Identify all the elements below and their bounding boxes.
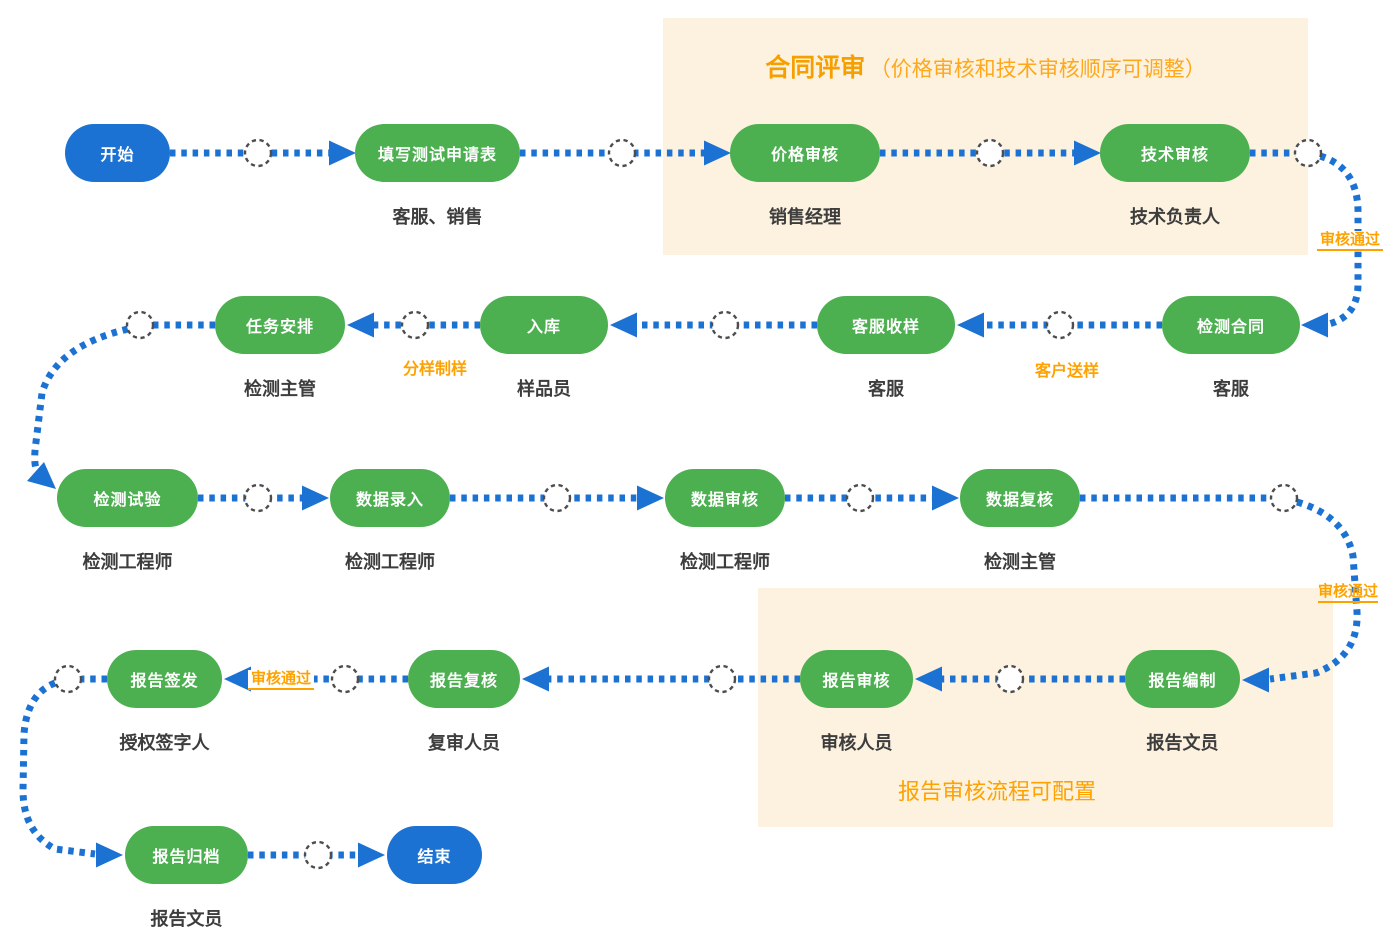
annotation-customer-send: 客户送样 <box>1034 363 1100 380</box>
arrow-into-report-issue-icon <box>224 666 251 692</box>
waypoint-circle <box>707 664 737 694</box>
waypoint-circle <box>243 138 273 168</box>
node-task-assign: 任务安排 <box>215 296 345 354</box>
role-label-data-recheck: 检测主管 <box>984 552 1056 572</box>
contract-review-title-note: （价格审核和技术审核顺序可调整） <box>869 58 1206 81</box>
annotation-sample-split: 分样制样 <box>402 361 468 378</box>
arrow-into-task-assign-icon <box>347 312 374 338</box>
connector-curve-to-report-archive <box>19 679 96 858</box>
node-data-recheck: 数据复核 <box>960 469 1080 527</box>
waypoint-circle <box>330 664 360 694</box>
arrow-into-test-run-icon <box>27 462 56 489</box>
annotation-pass-2: 审核通过 <box>1317 583 1379 604</box>
waypoint-circle <box>53 664 83 694</box>
waypoint-circle <box>607 138 637 168</box>
node-report-recheck: 报告复核 <box>408 650 520 708</box>
waypoint-circle <box>1293 138 1323 168</box>
annotation-pass-1: 审核通过 <box>1316 231 1384 252</box>
role-label-task-assign: 检测主管 <box>244 379 316 399</box>
waypoint-circle <box>243 483 273 513</box>
waypoint-circle <box>303 840 333 870</box>
role-label-report-compile: 报告文员 <box>1146 733 1219 753</box>
role-label-sample-receive: 客服 <box>868 379 904 399</box>
node-end: 结束 <box>387 826 482 884</box>
role-label-report-review: 审核人员 <box>820 733 893 753</box>
waypoint-circle <box>1269 483 1299 513</box>
waypoint-circle <box>125 310 155 340</box>
role-label-fill-form: 客服、销售 <box>392 207 483 227</box>
arrow-into-data-entry-icon <box>302 485 329 511</box>
node-fill-form: 填写测试申请表 <box>355 124 520 182</box>
report-review-zone-label: 报告审核流程可配置 <box>897 779 1097 804</box>
arrow-into-tech-review-icon <box>1074 140 1101 166</box>
node-price-review: 价格审核 <box>730 124 880 182</box>
contract-review-title: 合同评审 （价格审核和技术审核顺序可调整） <box>663 48 1308 84</box>
role-label-test-contract: 客服 <box>1213 379 1249 399</box>
waypoint-circle <box>975 138 1005 168</box>
role-label-data-review: 检测工程师 <box>680 552 770 572</box>
arrow-into-warehouse-in-icon <box>610 312 637 338</box>
role-label-tech-review: 技术负责人 <box>1130 207 1220 227</box>
role-label-report-issue: 授权签字人 <box>119 733 210 753</box>
contract-review-title-main: 合同评审 <box>765 54 866 82</box>
arrow-into-report-recheck-icon <box>522 666 549 692</box>
arrow-into-report-compile-icon <box>1242 667 1269 693</box>
arrow-into-fill-form-icon <box>329 140 356 166</box>
node-data-review: 数据审核 <box>665 469 785 527</box>
waypoint-circle <box>1045 310 1075 340</box>
arrow-into-report-archive-icon <box>96 842 123 868</box>
role-label-report-recheck: 复审人员 <box>428 733 500 753</box>
connector-curve-to-test-contract <box>1318 152 1362 328</box>
arrow-into-sample-receive-icon <box>957 312 984 338</box>
role-label-data-entry: 检测工程师 <box>345 552 435 572</box>
arrow-into-data-review-icon <box>637 485 664 511</box>
node-data-entry: 数据录入 <box>330 469 450 527</box>
annotation-pass-3: 审核通过 <box>247 670 315 691</box>
role-label-warehouse-in: 样品员 <box>517 379 571 399</box>
node-test-run: 检测试验 <box>57 469 198 527</box>
node-test-contract: 检测合同 <box>1162 296 1300 354</box>
waypoint-circle <box>845 483 875 513</box>
arrow-into-test-contract-icon <box>1301 312 1328 338</box>
arrow-into-price-review-icon <box>704 140 731 166</box>
node-report-compile: 报告编制 <box>1125 650 1240 708</box>
node-sample-receive: 客服收样 <box>817 296 955 354</box>
arrow-into-data-recheck-icon <box>932 485 959 511</box>
node-tech-review: 技术审核 <box>1100 124 1250 182</box>
node-warehouse-in: 入库 <box>480 296 608 354</box>
role-label-report-archive: 报告文员 <box>150 909 223 929</box>
connector-curve-to-test-run <box>31 325 129 473</box>
node-report-archive: 报告归档 <box>125 826 248 884</box>
waypoint-circle <box>995 664 1025 694</box>
arrow-into-end-icon <box>358 842 385 868</box>
waypoint-circle <box>400 310 430 340</box>
role-label-test-run: 检测工程师 <box>82 552 173 572</box>
arrow-into-report-review-icon <box>915 666 942 692</box>
connector-curve-to-report-compile <box>1269 498 1361 683</box>
node-report-issue: 报告签发 <box>107 650 222 708</box>
node-start: 开始 <box>65 124 170 182</box>
node-report-review: 报告审核 <box>800 650 913 708</box>
waypoint-circle <box>710 310 740 340</box>
role-label-price-review: 销售经理 <box>769 207 841 227</box>
waypoint-circle <box>542 483 572 513</box>
